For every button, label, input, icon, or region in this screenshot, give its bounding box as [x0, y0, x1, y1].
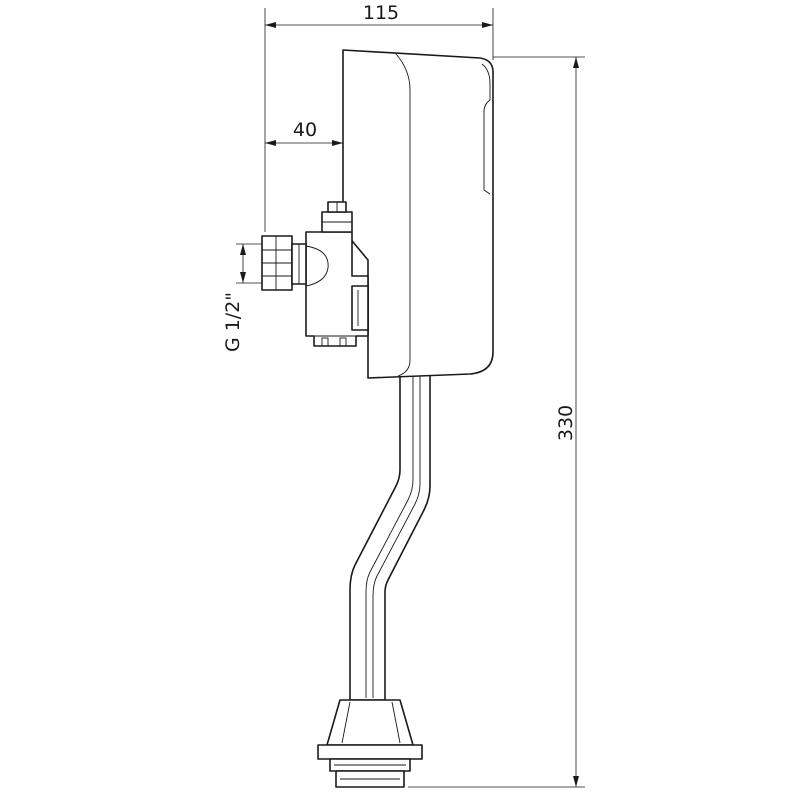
connector-flange-inner-left	[341, 701, 351, 744]
housing-outline	[342, 49, 494, 379]
valve-bottom-tab-1	[321, 337, 329, 347]
valve-bottom-tab-2	[339, 337, 347, 347]
thread-dim-arrow-bottom	[240, 272, 246, 283]
offset-dim-arrow-left	[265, 140, 276, 146]
valve-shoulder-curve	[305, 245, 329, 287]
outlet-pipe	[349, 371, 431, 701]
valve-adjuster-box	[351, 285, 369, 331]
thread-dim-arrow-top	[240, 244, 246, 255]
connector-flange-inner-right	[391, 701, 401, 744]
dim-inlet-offset: 40	[293, 119, 317, 141]
height-dim-arrow-top	[573, 57, 579, 68]
pipe-inner-highlight-2	[372, 376, 421, 698]
inlet-valve	[261, 201, 369, 347]
housing-front-bevel	[395, 53, 411, 377]
height-dim-arrow-bottom	[573, 776, 579, 787]
dim-thread-size: G 1/2"	[222, 292, 244, 352]
width-dim-arrow-left	[265, 22, 276, 28]
width-dim-arrow-right	[482, 22, 493, 28]
dim-overall-height: 330	[555, 405, 577, 441]
pipe-outer	[349, 371, 431, 701]
offset-dim-arrow-right	[332, 140, 343, 146]
housing-sensor-window	[481, 63, 491, 195]
connector-nut	[317, 744, 423, 760]
sensor-housing	[342, 49, 494, 379]
bottom-connector	[317, 699, 423, 788]
pipe-inner-highlight	[365, 376, 414, 698]
connector-flange	[326, 699, 414, 746]
dim-overall-width: 115	[363, 2, 399, 24]
